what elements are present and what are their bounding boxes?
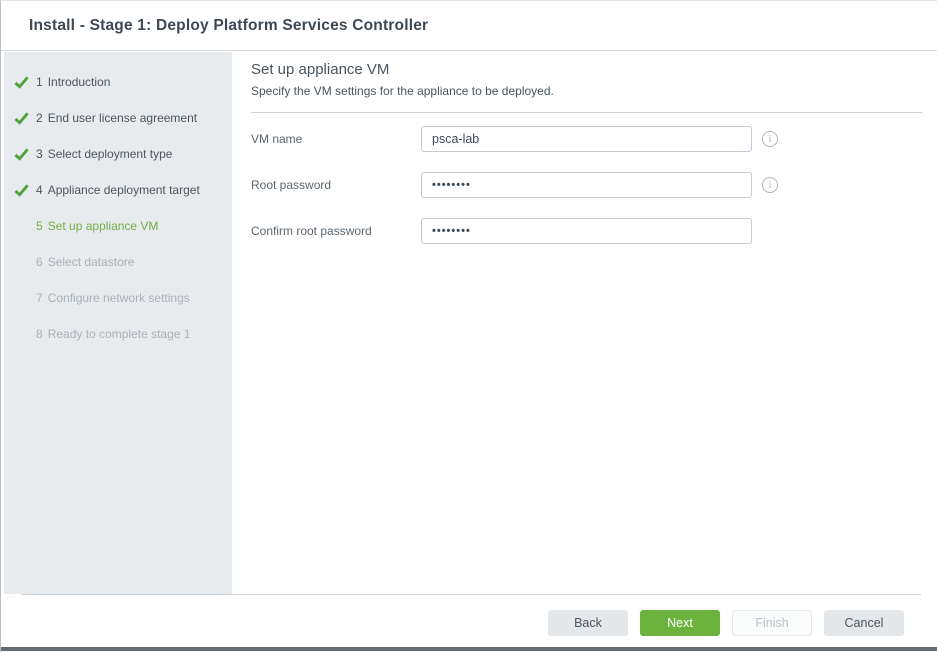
root-password-label: Root password: [251, 178, 332, 192]
vm-name-input[interactable]: [421, 126, 752, 152]
main-panel: Set up appliance VM Specify the VM setti…: [251, 61, 922, 264]
check-icon: [14, 183, 29, 197]
section-subheading: Specify the VM settings for the applianc…: [251, 84, 554, 98]
vm-name-label: VM name: [251, 132, 303, 146]
info-icon[interactable]: i: [762, 131, 778, 147]
step-label: End user license agreement: [47, 111, 198, 125]
window-title-bar: Install - Stage 1: Deploy Platform Servi…: [1, 1, 937, 51]
appliance-vm-form: VM name i Root password i Confirm root p…: [251, 126, 922, 244]
confirm-root-password-row: Confirm root password: [251, 218, 922, 244]
back-button[interactable]: Back: [548, 610, 628, 636]
step-number: 8: [36, 327, 43, 341]
section-heading: Set up appliance VM: [251, 61, 390, 78]
confirm-root-password-label: Confirm root password: [251, 224, 372, 238]
step-label: Select datastore: [47, 255, 135, 269]
root-password-input[interactable]: [421, 172, 752, 198]
check-icon: [14, 111, 29, 125]
sidebar-step-select-datastore: 6 Select datastore: [4, 244, 232, 280]
step-number: 7: [36, 291, 43, 305]
sidebar-step-setup-appliance-vm[interactable]: 5 Set up appliance VM: [4, 208, 232, 244]
info-icon[interactable]: i: [762, 177, 778, 193]
step-label: Configure network settings: [47, 291, 190, 305]
step-number: 3: [36, 147, 43, 161]
step-label: Select deployment type: [47, 147, 173, 161]
sidebar-step-ready-to-complete: 8 Ready to complete stage 1: [4, 316, 232, 352]
wizard-step-sidebar: 1 Introduction 2 End user license agreem…: [4, 52, 232, 594]
step-number: 2: [36, 111, 43, 125]
sidebar-step-deployment-target[interactable]: 4 Appliance deployment target: [4, 172, 232, 208]
sidebar-step-deployment-type[interactable]: 3 Select deployment type: [4, 136, 232, 172]
confirm-root-password-input[interactable]: [421, 218, 752, 244]
step-label: Ready to complete stage 1: [47, 327, 191, 341]
step-number: 5: [36, 219, 43, 233]
step-number: 1: [36, 75, 43, 89]
step-number: 6: [36, 255, 43, 269]
cancel-button[interactable]: Cancel: [824, 610, 904, 636]
wizard-footer: Back Next Finish Cancel: [548, 610, 904, 636]
step-label: Introduction: [47, 75, 111, 89]
check-icon: [14, 75, 29, 89]
section-divider: [251, 112, 922, 113]
sidebar-step-network-settings: 7 Configure network settings: [4, 280, 232, 316]
page-title: Install - Stage 1: Deploy Platform Servi…: [29, 16, 429, 34]
sidebar-step-eula[interactable]: 2 End user license agreement: [4, 100, 232, 136]
step-label: Appliance deployment target: [47, 183, 200, 197]
next-button[interactable]: Next: [640, 610, 720, 636]
window-bottom-edge: [1, 647, 937, 651]
footer-divider: [21, 594, 921, 595]
finish-button: Finish: [732, 610, 812, 636]
sidebar-step-introduction[interactable]: 1 Introduction: [4, 64, 232, 100]
check-icon: [14, 147, 29, 161]
step-label: Set up appliance VM: [47, 219, 159, 233]
root-password-row: Root password i: [251, 172, 922, 198]
info-icon-spacer: [752, 223, 778, 239]
vm-name-row: VM name i: [251, 126, 922, 152]
step-number: 4: [36, 183, 43, 197]
